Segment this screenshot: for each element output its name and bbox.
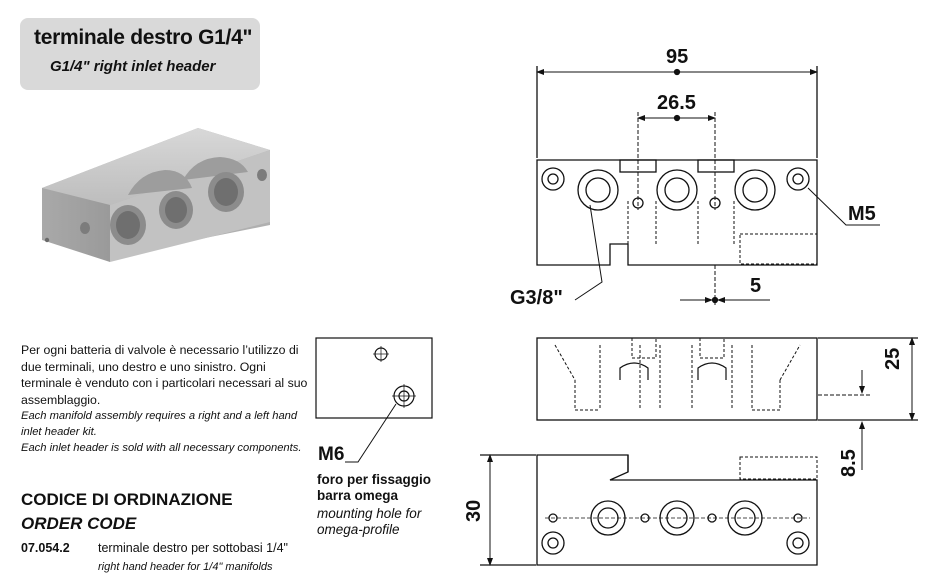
dim-pitch: 26.5: [657, 92, 696, 114]
order-code: 07.054.2: [21, 541, 70, 555]
order-code-title: CODICE DI ORDINAZIONE: [21, 490, 233, 509]
product-title: terminale destro G1/4": [34, 26, 253, 49]
mount-hole-label: M6: [318, 444, 345, 465]
mount-hole-desc-en: mounting hole for omega-profile: [317, 506, 422, 537]
dim-height: 25: [882, 347, 904, 370]
side-view: [536, 337, 918, 470]
description-en-2: Each inlet header is sold with all neces…: [21, 442, 302, 454]
dim-thread-side: M5: [848, 203, 876, 225]
title-box: terminale destro G1/4" G1/4" right inlet…: [20, 18, 260, 90]
dim-width: 95: [666, 46, 689, 68]
description-it: Per ogni batteria di valvole è necessari…: [21, 343, 308, 407]
order-code-desc-en: right hand header for 1/4" manifolds: [98, 561, 273, 573]
top-view: [536, 66, 880, 305]
mount-detail: [315, 337, 433, 463]
mount-hole-desc-it: foro per fissaggio barra omega: [317, 472, 432, 503]
description-en-1: Each manifold assembly requires a right …: [21, 410, 298, 438]
product-subtitle: G1/4" right inlet header: [50, 58, 216, 75]
description: Per ogni batteria di valvole è necessari…: [21, 342, 311, 456]
dim-offset: 5: [750, 275, 762, 297]
bottom-view: [480, 454, 818, 566]
dim-base: 8.5: [838, 449, 860, 477]
dim-thread-port: G3/8": [510, 287, 563, 309]
product-render: [42, 128, 270, 262]
order-code-title-en: ORDER CODE: [21, 514, 137, 533]
order-code-desc: terminale destro per sottobasi 1/4": [98, 541, 288, 555]
